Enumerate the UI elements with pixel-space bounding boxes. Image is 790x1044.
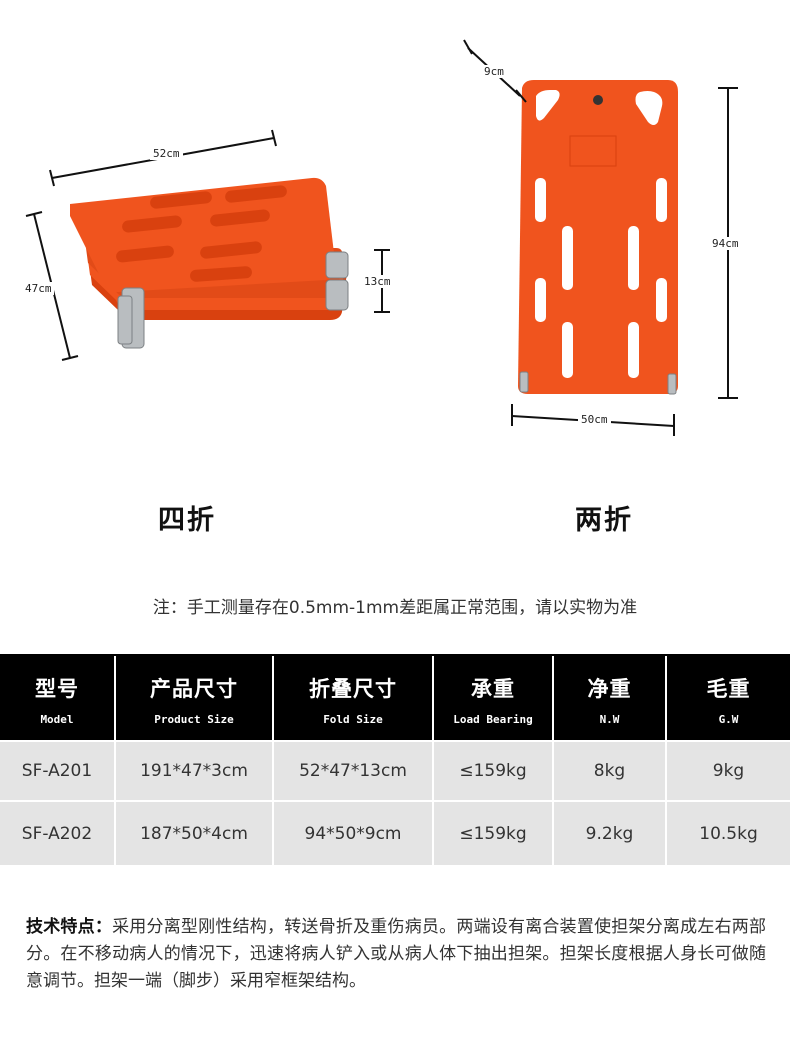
cell-load-bearing: ≤159kg xyxy=(432,800,553,865)
two-fold-stretcher-illustration xyxy=(463,39,738,436)
four-fold-stretcher-illustration xyxy=(25,129,390,361)
measurement-note: 注：手工测量存在0.5mm-1mm差距属正常范围，请以实物为准 xyxy=(152,598,638,618)
two-fold-thickness-label: 9cm xyxy=(482,65,506,78)
four-fold-height-label: 13cm xyxy=(362,275,393,288)
four-fold-width-label: 52cm xyxy=(150,147,183,160)
two-fold-width-label: 50cm xyxy=(578,413,611,426)
four-fold-depth-label: 47cm xyxy=(23,282,54,295)
cell-gross-weight: 9kg xyxy=(665,740,790,801)
cell-net-weight: 9.2kg xyxy=(552,800,666,865)
two-fold-length-label: 94cm xyxy=(710,237,741,250)
table-row: SF-A202 187*50*4cm 94*50*9cm ≤159kg 9.2k… xyxy=(0,800,790,865)
cell-fold-size: 94*50*9cm xyxy=(272,800,433,865)
four-fold-title: 四折 xyxy=(158,505,216,536)
cell-load-bearing: ≤159kg xyxy=(432,740,553,801)
two-fold-title: 两折 xyxy=(575,505,633,536)
cell-model: SF-A202 xyxy=(0,800,115,865)
cell-fold-size: 52*47*13cm xyxy=(272,740,433,801)
cell-product-size: 187*50*4cm xyxy=(114,800,273,865)
cell-product-size: 191*47*3cm xyxy=(114,740,273,801)
cell-model: SF-A201 xyxy=(0,740,115,801)
cell-net-weight: 8kg xyxy=(552,740,666,801)
features-text: 采用分离型刚性结构，转送骨折及重伤病员。两端设有离合装置使担架分离成左右两部分。… xyxy=(26,917,767,991)
cell-gross-weight: 10.5kg xyxy=(665,800,790,865)
features-description: 技术特点：采用分离型刚性结构，转送骨折及重伤病员。两端设有离合装置使担架分离成左… xyxy=(26,914,766,995)
features-title: 技术特点： xyxy=(26,917,113,937)
table-row: SF-A201 191*47*3cm 52*47*13cm ≤159kg 8kg… xyxy=(0,740,790,801)
